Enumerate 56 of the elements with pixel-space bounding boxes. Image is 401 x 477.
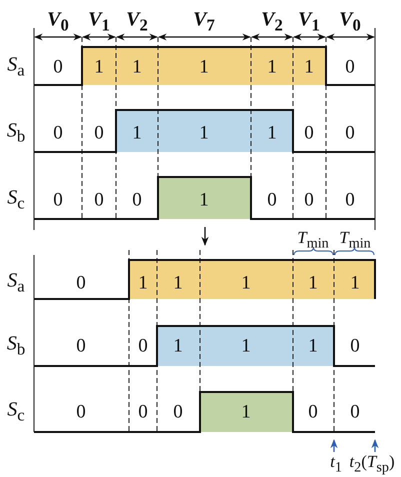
bit-value: 0 [304, 190, 314, 210]
bit-value: 1 [199, 58, 209, 76]
voltage-vector-label: V$_{2}$ [261, 10, 283, 34]
bit-value: 1 [173, 274, 183, 292]
bit-value: 1 [267, 58, 277, 76]
voltage-vector-label: V$_{2}$ [126, 10, 148, 34]
duration-label: T$_{min}$ [339, 229, 371, 251]
bit-value: 0 [76, 336, 86, 356]
bit-value: 1 [241, 336, 251, 356]
bit-value: 0 [345, 58, 355, 76]
bit-value: 0 [350, 402, 360, 422]
time-label: t$_{1}$ [330, 453, 342, 475]
bit-value: 1 [350, 274, 360, 292]
bit-value: 0 [138, 336, 148, 356]
bit-value: 1 [94, 58, 104, 76]
bit-value: 1 [132, 58, 142, 76]
bit-value: 1 [304, 58, 314, 76]
bit-value: 0 [308, 402, 318, 422]
bit-value: 0 [350, 336, 360, 356]
signal-name: S$_{c}$ [7, 188, 25, 212]
signal-name: S$_{a}$ [7, 54, 25, 80]
bit-value: 0 [76, 274, 86, 292]
bit-value: 1 [308, 336, 318, 356]
bit-value: 1 [199, 190, 209, 210]
bit-value: 1 [173, 336, 183, 356]
signal-name: S$_{a}$ [7, 270, 25, 296]
voltage-vector-label: V$_{1}$ [88, 10, 110, 34]
bit-value: 0 [53, 58, 63, 76]
bit-value: 0 [53, 190, 63, 210]
signal-name: S$_{c}$ [7, 400, 25, 424]
bit-value: 1 [241, 402, 251, 422]
voltage-vector-label: V$_{1}$ [298, 10, 320, 34]
voltage-vector-label: V$_{7}$ [193, 10, 215, 34]
bit-value: 0 [345, 124, 355, 142]
bit-value: 0 [173, 402, 183, 422]
bit-value: 0 [94, 124, 104, 142]
time-label: t$_{2}$(T$_{sp}$) [349, 453, 395, 475]
voltage-vector-label: V$_{0}$ [47, 10, 69, 34]
signal-name: S$_{b}$ [6, 334, 26, 358]
bit-value: 0 [53, 124, 63, 142]
signal-name: S$_{b}$ [6, 120, 26, 146]
bit-value: 1 [308, 274, 318, 292]
bit-value: 0 [94, 190, 104, 210]
voltage-vector-label: V$_{0}$ [339, 10, 361, 34]
bit-value: 1 [267, 124, 277, 142]
bit-value: 1 [241, 274, 251, 292]
bit-value: 0 [304, 124, 314, 142]
bit-value: 1 [199, 124, 209, 142]
bit-value: 0 [138, 402, 148, 422]
duration-label: T$_{min}$ [297, 229, 329, 251]
bit-value: 0 [76, 402, 86, 422]
bit-value: 0 [267, 190, 277, 210]
bit-value: 1 [132, 124, 142, 142]
bit-value: 0 [132, 190, 142, 210]
bit-value: 1 [138, 274, 148, 292]
bit-value: 0 [345, 190, 355, 210]
